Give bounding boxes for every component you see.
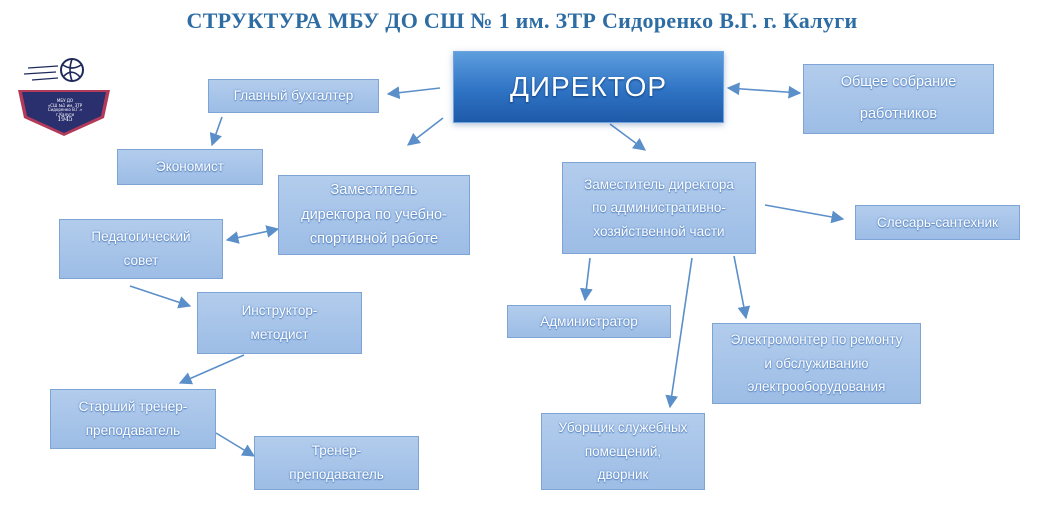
logo-year: 1945 xyxy=(57,116,73,123)
node-senior-coach: Старший тренер- преподаватель xyxy=(50,389,216,449)
node-instructor-methodist: Инструктор- методист xyxy=(197,292,362,354)
node-director: ДИРЕКТОР xyxy=(453,51,724,123)
volleyball-icon xyxy=(23,58,84,82)
arrow-senior-coach xyxy=(215,432,256,457)
node-deputy-admin: Заместитель директора по административно… xyxy=(562,162,756,254)
arrow-deputy-plumber xyxy=(764,204,845,224)
logo-caption: МБУ ДО «СШ №1 им. ЗТР Сидоренко В.Г.» г.… xyxy=(47,98,83,117)
node-general-meeting: Общее собрание работников xyxy=(803,64,994,134)
arrow-deputy-administrator xyxy=(580,257,593,302)
arrow-council-instructor xyxy=(129,285,192,309)
page-title: СТРУКТУРА МБУ ДО СШ № 1 им. ЗТР Сидоренк… xyxy=(186,8,858,33)
node-pedagogical-council: Педагогический совет xyxy=(59,219,223,279)
node-cleaner: Уборщик служебных помещений, дворник xyxy=(541,413,705,490)
node-economist: Экономист xyxy=(117,149,263,185)
node-electrician: Электромонтер по ремонту и обслуживанию … xyxy=(712,323,921,404)
node-deputy-training: Заместитель директора по учебно- спортив… xyxy=(278,175,470,255)
arrow-deputy-council xyxy=(225,225,280,244)
school-logo xyxy=(18,58,110,136)
arrow-deputy-cleaner xyxy=(665,257,693,409)
arrow-deputy-electrician xyxy=(733,255,751,320)
node-administrator: Администратор xyxy=(507,305,671,338)
arrow-director-meeting xyxy=(726,82,802,99)
node-plumber: Слесарь-сантехник xyxy=(855,205,1020,240)
arrow-director-deputy-training xyxy=(406,117,444,146)
arrow-instructor-senior xyxy=(178,354,245,385)
node-coach: Тренер- преподаватель xyxy=(254,436,419,490)
arrow-director-accountant xyxy=(386,86,441,100)
arrow-accountant-economist xyxy=(209,116,223,147)
shield-icon xyxy=(18,90,110,136)
arrow-director-deputy-admin xyxy=(609,123,647,151)
node-chief-accountant: Главный бухгалтер xyxy=(208,79,379,113)
